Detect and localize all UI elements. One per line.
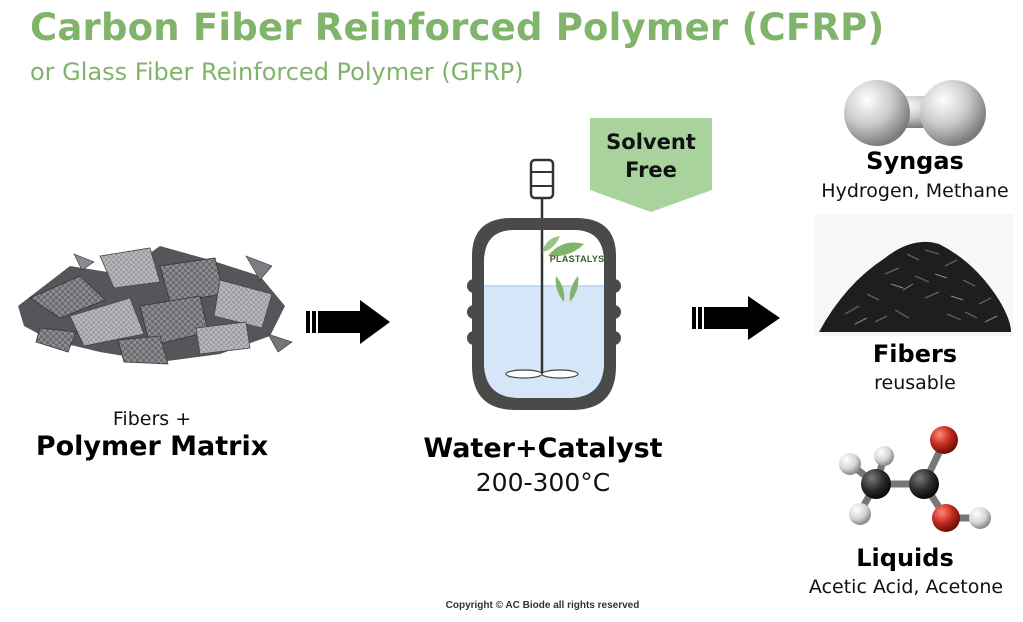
badge-line-2: Free bbox=[625, 158, 677, 182]
input-label-top: Fibers + bbox=[112, 408, 192, 430]
reactor-label-main: Water+Catalyst bbox=[423, 433, 663, 464]
recycled-fibers-image bbox=[815, 214, 1013, 336]
acetic-acid-molecule-icon bbox=[839, 426, 991, 532]
plastalyst-logo bbox=[542, 236, 584, 302]
arrow-right-icon bbox=[692, 296, 780, 340]
product-liquids-subtitle: Acetic Acid, Acetone bbox=[808, 576, 1004, 598]
product-syngas-title: Syngas bbox=[866, 147, 964, 175]
product-liquids-title: Liquids bbox=[856, 544, 954, 572]
arrow-right-icon bbox=[306, 300, 390, 344]
copyright-notice: Copyright © AC Biode all rights reserved bbox=[445, 600, 640, 611]
plastalyst-logo-text: PLASTALYST bbox=[549, 254, 611, 264]
solvent-free-badge: Solvent Free bbox=[590, 118, 712, 212]
product-syngas-subtitle: Hydrogen, Methane bbox=[821, 180, 1009, 202]
product-fibers-subtitle: reusable bbox=[874, 372, 956, 394]
badge-line-1: Solvent bbox=[606, 130, 696, 154]
reactor-temperature: 200-300°C bbox=[475, 468, 611, 497]
hydrogen-molecule-icon bbox=[844, 80, 986, 146]
composite-shreds-image bbox=[18, 246, 293, 365]
reactor-vessel bbox=[467, 158, 621, 410]
product-fibers-title: Fibers bbox=[872, 340, 958, 368]
page-subtitle: or Glass Fiber Reinforced Polymer (GFRP) bbox=[30, 58, 524, 86]
page-title: Carbon Fiber Reinforced Polymer (CFRP) bbox=[30, 6, 885, 49]
input-label-main: Polymer Matrix bbox=[35, 431, 269, 462]
